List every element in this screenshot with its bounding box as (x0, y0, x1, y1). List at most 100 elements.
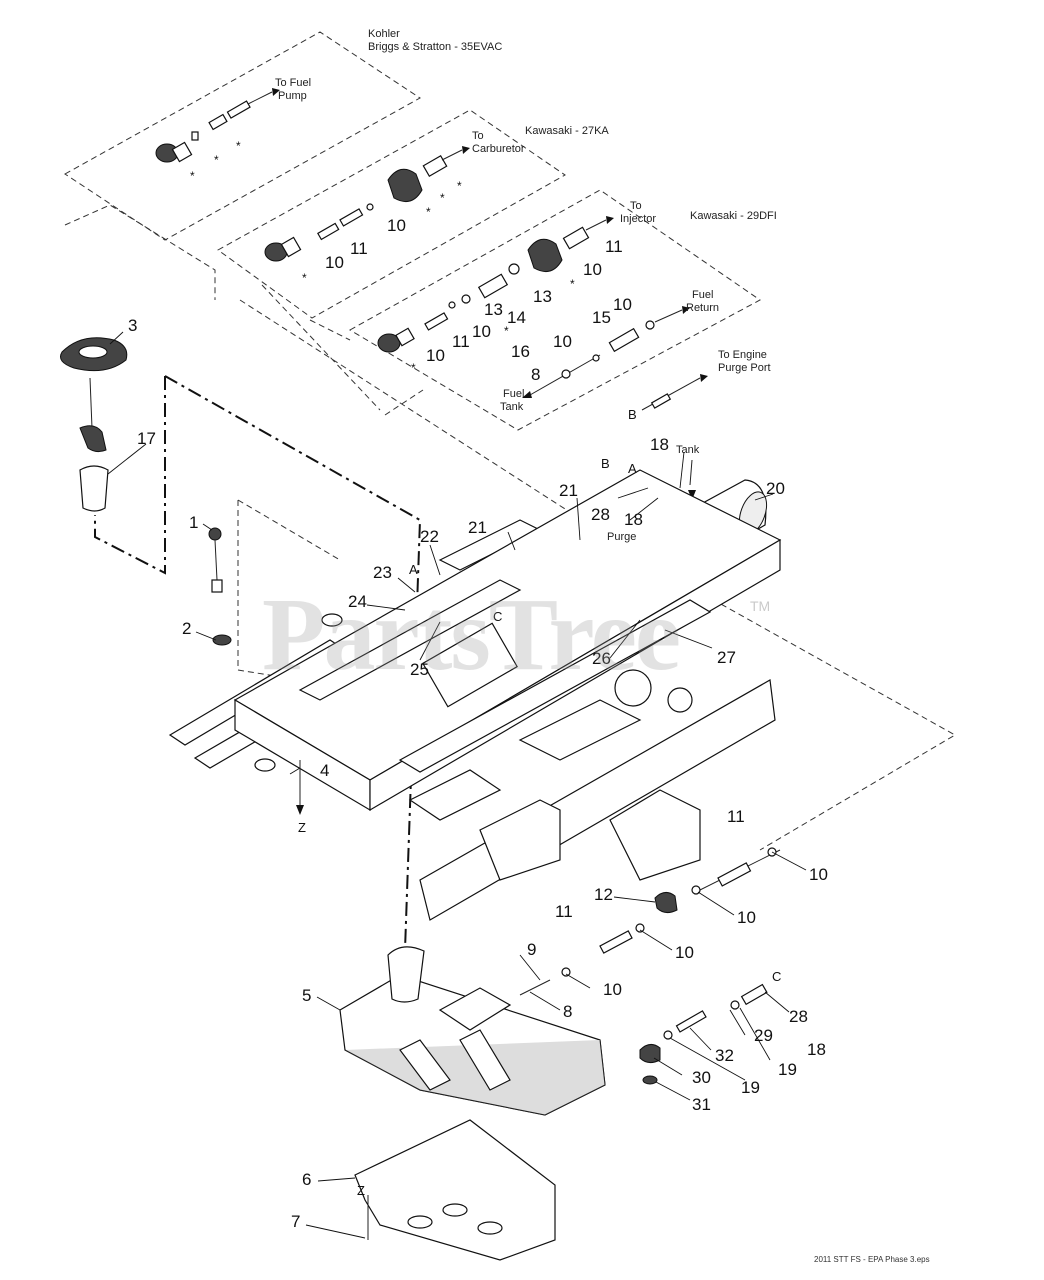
callout-15: 15 (592, 308, 611, 327)
panel-connector-4 (384, 389, 424, 416)
callout-30: 30 (692, 1068, 711, 1087)
callout-10: 10 (553, 332, 572, 351)
callout-4: 4 (320, 761, 330, 780)
fill-line (164, 375, 422, 951)
letter-c: C (772, 969, 782, 984)
chassis-frame (168, 469, 782, 921)
callout-28: 28 (591, 505, 610, 524)
asterisk: * (570, 277, 575, 291)
callout-21: 21 (468, 518, 487, 537)
engine-purge-1: To Engine (718, 349, 767, 361)
fuel-tank-2: Tank (500, 401, 524, 413)
callout-11: 11 (350, 239, 368, 258)
callout-16: 16 (511, 342, 530, 361)
callout-21: 21 (559, 481, 578, 500)
callout-2: 2 (182, 619, 192, 638)
kawasaki29-panel (349, 189, 761, 431)
asterisk: * (236, 139, 241, 153)
kawasaki29-dest-1: To (630, 200, 642, 212)
callout-20: 20 (766, 479, 785, 498)
callout-32: 32 (715, 1046, 734, 1065)
callout-28: 28 (789, 1007, 808, 1026)
callout-11: 11 (555, 902, 573, 921)
callout-31: 31 (692, 1095, 711, 1114)
letter-z: Z (298, 820, 306, 835)
callout-10: 10 (325, 253, 344, 272)
callout-7: 7 (291, 1212, 301, 1231)
fuel-return-1: Fuel (692, 289, 714, 301)
callout-22: 22 (420, 527, 439, 546)
frame-connector-right (659, 569, 957, 851)
callout-8: 8 (531, 365, 541, 384)
fuel-tank-1: Fuel (503, 388, 525, 400)
asterisk: * (504, 324, 509, 338)
callout-11: 11 (605, 237, 623, 256)
kawasaki27-dest-1: To (472, 130, 484, 142)
kawasaki27-title: Kawasaki - 27KA (525, 125, 609, 137)
asterisk: * (302, 271, 307, 285)
frame-connector-long (239, 299, 661, 571)
callout-3: 3 (128, 316, 138, 335)
callout-11: 11 (452, 332, 470, 351)
callout-19: 19 (741, 1078, 760, 1097)
callout-18: 18 (650, 435, 669, 454)
letter-a: A (409, 562, 418, 577)
panel-connector-2 (309, 319, 351, 341)
callout-10: 10 (583, 260, 602, 279)
letter-c: C (493, 609, 503, 624)
panel-connector-3 (261, 284, 381, 411)
callout-13: 13 (533, 287, 552, 306)
kohler-title-1: Kohler (368, 28, 400, 40)
callout-10: 10 (426, 346, 445, 365)
callout-8: 8 (563, 1002, 573, 1021)
callout-13: 13 (484, 300, 503, 319)
callout-26: 26 (592, 649, 611, 668)
engine-purge-2: Purge Port (718, 362, 771, 374)
asterisk: * (411, 361, 416, 375)
purge-label: Purge (607, 531, 637, 543)
watermark-tm: TM (750, 598, 771, 614)
callout-18: 18 (807, 1040, 826, 1059)
kawasaki29-title: Kawasaki - 29DFI (690, 210, 777, 222)
callout-6: 6 (302, 1170, 312, 1189)
letter-a: A (628, 461, 637, 476)
callout-10: 10 (472, 322, 491, 341)
fill-line-left (94, 376, 166, 575)
callout-19: 19 (778, 1060, 797, 1079)
callout-27: 27 (717, 648, 736, 667)
letter-b: B (601, 456, 610, 471)
letter-z: Z (357, 1183, 365, 1198)
callout-24: 24 (348, 592, 367, 611)
kohler-panel (64, 31, 421, 241)
fuel-tank (339, 946, 606, 1116)
callout-29: 29 (754, 1026, 773, 1045)
skid-plate (354, 1119, 556, 1261)
kohler-dest-1: To Fuel (275, 77, 312, 89)
callout-10: 10 (809, 865, 828, 884)
callout-10: 10 (613, 295, 632, 314)
callout-12: 12 (594, 885, 613, 904)
callout-18: 18 (624, 510, 643, 529)
kohler-dest-2: Pump (278, 90, 307, 102)
callout-11: 11 (727, 807, 745, 826)
kawasaki27-panel (217, 109, 566, 319)
callout-17: 17 (137, 429, 156, 448)
callout-23: 23 (373, 563, 392, 582)
callout-10: 10 (675, 943, 694, 962)
callout-1: 1 (189, 513, 199, 532)
asterisk: * (440, 191, 445, 205)
asterisk: * (214, 153, 219, 167)
callout-10: 10 (737, 908, 756, 927)
panel-connector-1 (64, 204, 216, 300)
kohler-title-2: Briggs & Stratton - 35EVAC (368, 41, 503, 53)
asterisk: * (190, 169, 195, 183)
callout-10: 10 (603, 980, 622, 999)
letter-b: B (628, 407, 637, 422)
callout-10: 10 (387, 216, 406, 235)
asterisk: * (426, 205, 431, 219)
callout-5: 5 (302, 986, 312, 1005)
callout-9: 9 (527, 940, 537, 959)
footer-filename: 2011 STT FS - EPA Phase 3.eps (814, 1255, 930, 1264)
